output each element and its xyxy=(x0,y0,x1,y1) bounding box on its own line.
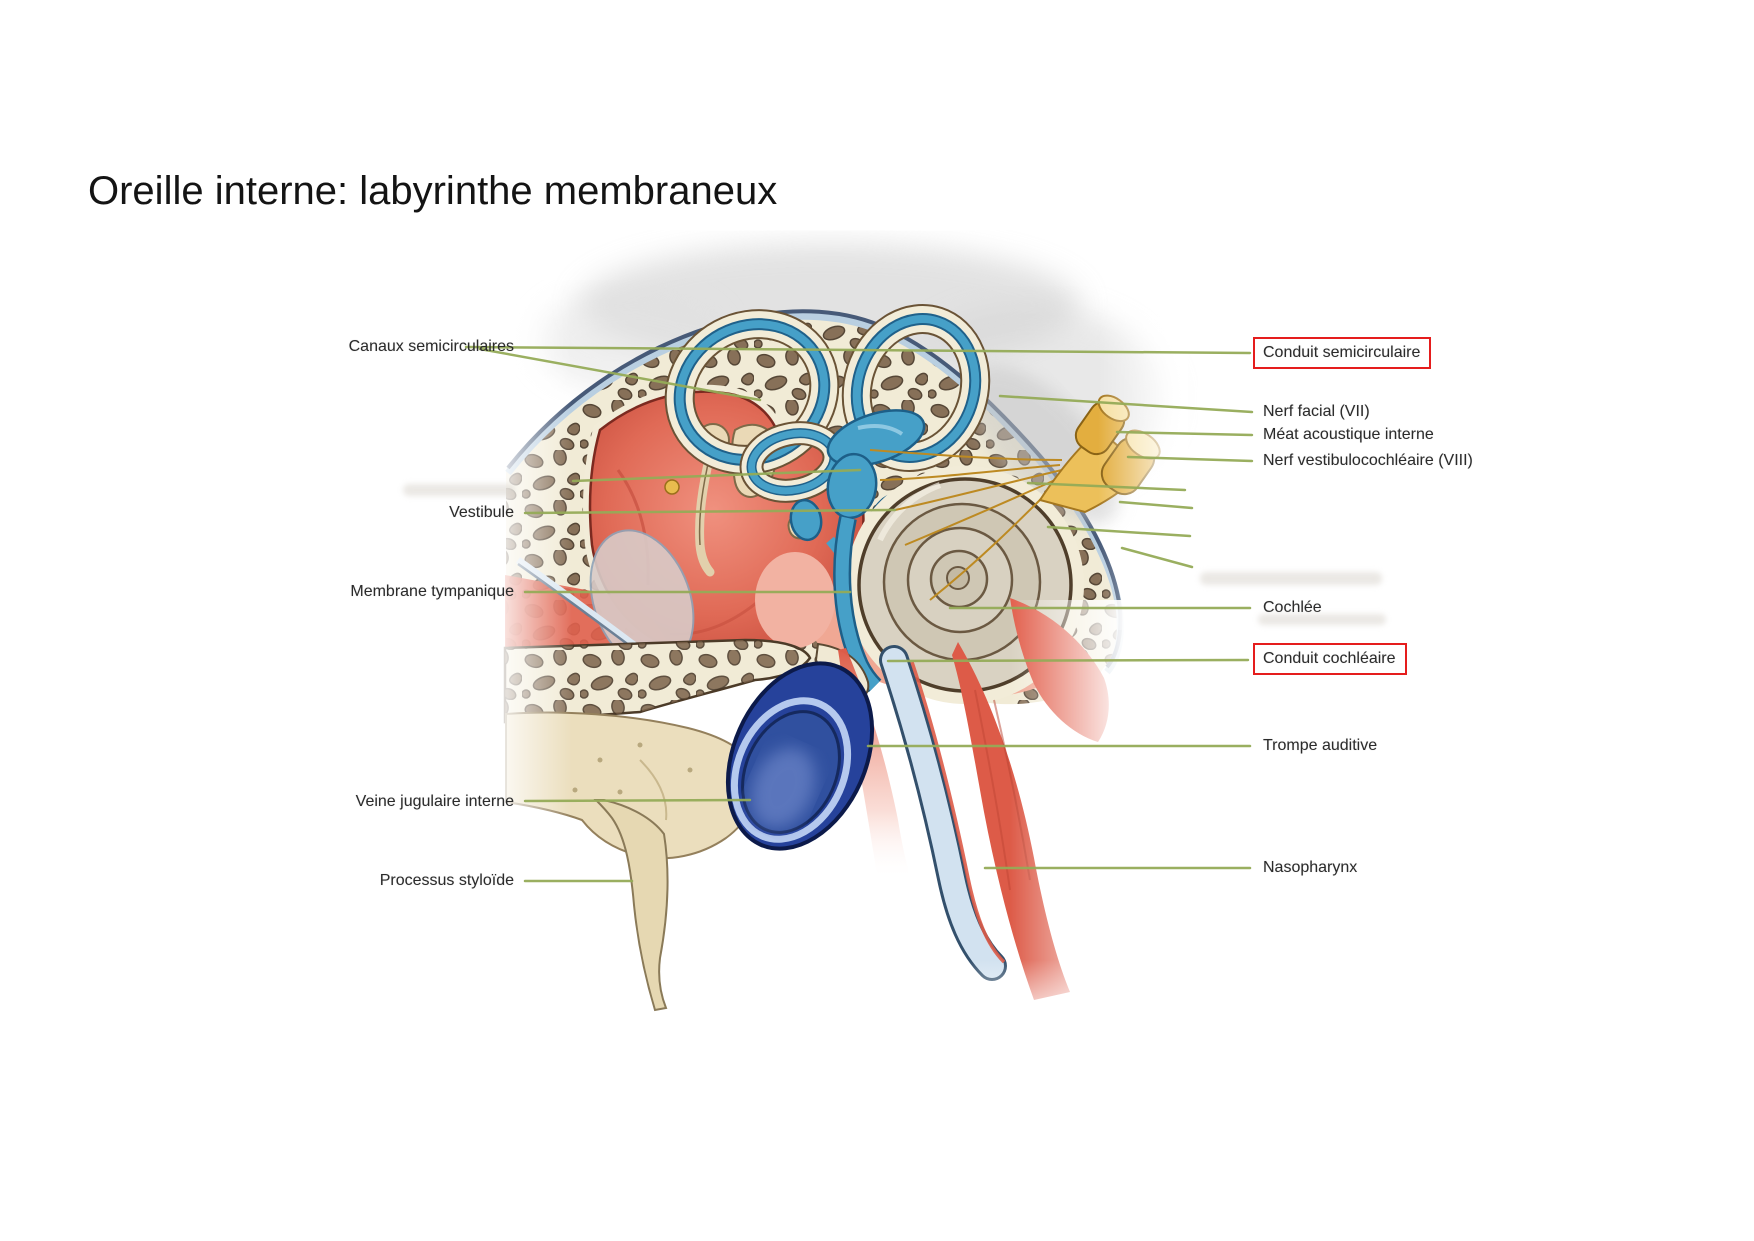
facial-nerve-dot xyxy=(664,479,680,495)
leader-line-nerf-vestibulocochleaire xyxy=(1126,455,1254,463)
jugular-vein-shape xyxy=(725,661,875,851)
edge-fades xyxy=(488,270,1188,1030)
styloid-process-shape xyxy=(593,799,669,1012)
leader-line-conduit-cochleaire xyxy=(886,658,1250,663)
erased-leader-line-3 xyxy=(1118,500,1194,510)
page-title: Oreille interne: labyrinthe membraneux xyxy=(88,169,778,213)
erased-leader-line-5 xyxy=(1120,546,1194,569)
pink-recess xyxy=(755,552,835,648)
leader-line-meat-acoustique-interne xyxy=(1115,430,1254,437)
leader-line-nerf-facial xyxy=(998,394,1254,414)
leader-line-canaux-semicirculaires xyxy=(464,345,1252,355)
leader-line-canaux-semicirculaires xyxy=(478,347,762,402)
erased-leader-line-4 xyxy=(1046,525,1192,538)
leader-line-veine-jugulaire-interne xyxy=(523,798,752,803)
leader-line-vestibule xyxy=(523,508,897,515)
erased-leader-line-2 xyxy=(1026,481,1187,492)
leader-lines xyxy=(464,345,1254,883)
erased-leader-line-1 xyxy=(571,468,862,483)
